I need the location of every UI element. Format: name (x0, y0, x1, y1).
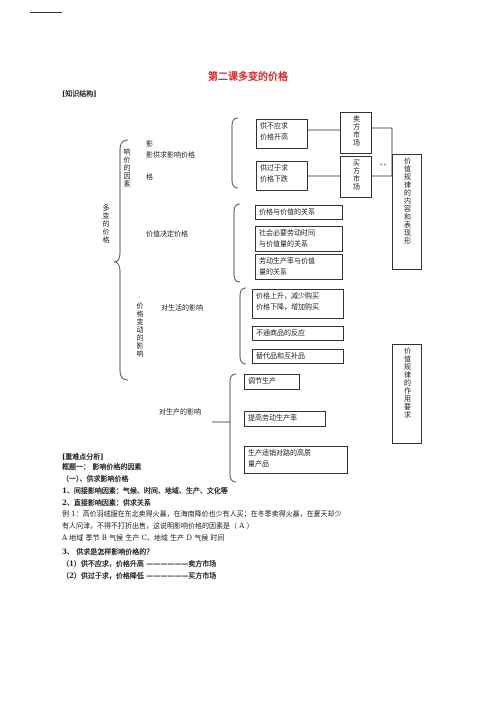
example-line2: 有人问津，不得不打折出售，这说明影响价格的因素是（ A ） (62, 522, 254, 530)
page-title: 第二课多变的价格 (208, 72, 288, 83)
box-adjust-production: 调节生产 (244, 374, 300, 390)
box-necessity: 不通商品的反应 (252, 326, 344, 341)
right-mark: 、、 (380, 159, 391, 167)
box-price-up-down: 价格上升，减少购买 价格下降，增加购买 (252, 289, 344, 319)
box-buyer-market: 买方市场 (340, 156, 372, 198)
analysis-header: [重难点分析] (62, 452, 104, 461)
box-supply-gt-demand: 供过于求 价格下跌 (256, 161, 308, 191)
item3: 3、 供求是怎样影响价格的？ (62, 547, 154, 556)
branch1-col1: 响价的因素 (123, 148, 131, 188)
branch1-col2a: 影 (146, 140, 153, 148)
root-label: 多变的价格 (102, 204, 110, 244)
box-substitute: 替代品和互补品 (252, 349, 344, 364)
box-productivity: 劳动生产率与价值 量的关系 (255, 254, 343, 280)
box-supply-lt-demand: 供不应求 价格升高 (256, 119, 308, 149)
box-marketable-products: 生产适销对路的高质 量产品 (244, 446, 348, 474)
top-rule (30, 12, 62, 13)
box-price-value-relation: 价格与价值的关系 (255, 205, 343, 220)
framework1-title: 框题一： 影响价格的因素 (62, 462, 142, 471)
box-seller-market: 卖方市场 (340, 112, 372, 154)
value-decides-label: 价值决定价格 (146, 230, 188, 238)
box-social-labor-time: 社会必要劳动时间 与价值量的关系 (255, 226, 343, 252)
production-impact-label: 对生产的影响 (159, 408, 201, 416)
point1: （1）供不应求，价格升高 ——————卖方市场 (62, 559, 217, 568)
box-raise-productivity: 提高劳动生产率 (244, 411, 326, 427)
box-value-law-role: 价值规律的作用要求 (392, 344, 422, 444)
box-value-law-form: 价值规律的内容和表现形 (392, 154, 422, 270)
branch1-col2b: 影供求影响价格 (146, 151, 195, 159)
branch2-label: 价格变动的影响 (136, 302, 144, 358)
item2: 2、直接影响因素：供求关系 (62, 498, 151, 507)
knowledge-structure-header: [知识结构] (62, 89, 97, 98)
branch1-col3: 格 (146, 173, 153, 181)
sub1-title: （一）、供求影响价格 (62, 474, 129, 483)
point2: （2）供过于求，价格降低 ——————买方市场 (62, 571, 217, 580)
example-options: A 地域 季节 B 气候 生产 C、地域 生产 D 气候 时间 (62, 534, 225, 542)
example-line1: 例 1：高价羽绒服在东北卖得火暴，在海南降价也少有人买；在冬季卖得火暴，在夏天却… (62, 510, 342, 518)
life-impact-label: 对生活的影响 (161, 304, 203, 312)
item1: 1、间接影响因素：气候、时间、地域、生产、文化等 (62, 486, 228, 495)
